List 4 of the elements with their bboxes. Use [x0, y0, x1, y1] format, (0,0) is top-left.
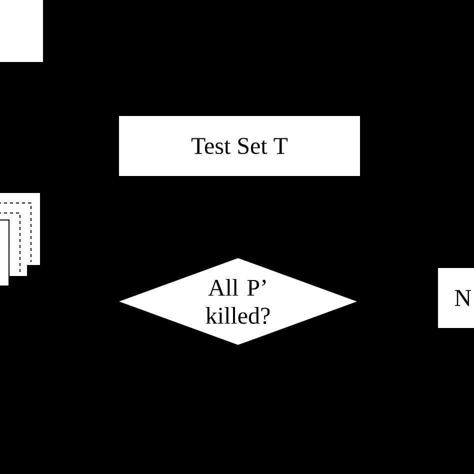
process-box: N: [438, 268, 474, 328]
empty-box: [0, 0, 43, 62]
process-box: Test Set T: [119, 116, 360, 176]
stacked-box-drawing: [0, 193, 40, 286]
